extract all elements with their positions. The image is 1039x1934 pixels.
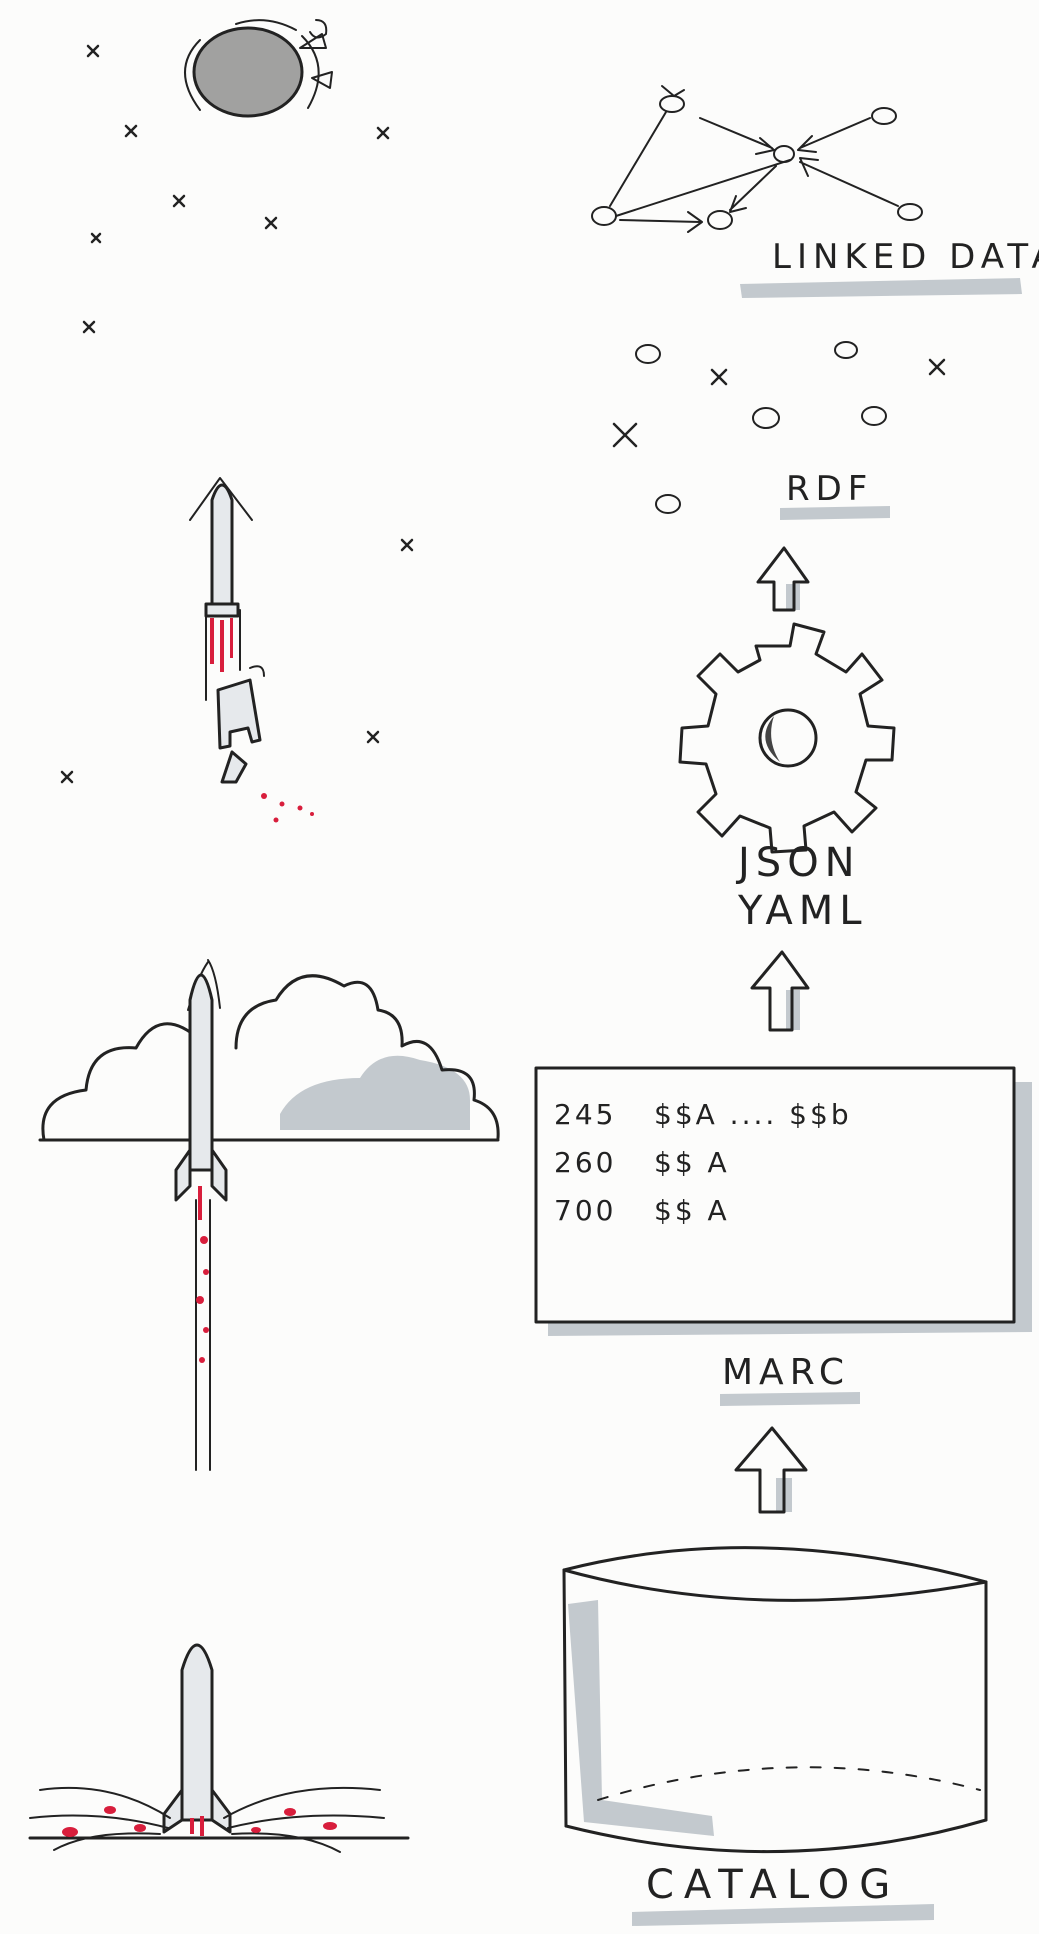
marc-underline — [720, 1392, 860, 1406]
rdf-nodes — [612, 341, 946, 514]
linked-data-underline — [740, 278, 1022, 298]
rdf-underline — [780, 506, 890, 520]
star-field — [60, 44, 414, 784]
catalog-database-icon — [562, 1546, 988, 1854]
up-arrow-icon — [734, 1426, 808, 1514]
up-arrow-icon — [750, 950, 810, 1032]
linked-data-label: LINKED DATA — [772, 237, 1039, 277]
rocket-through-clouds-icon — [38, 959, 500, 1471]
marc-line-tag: 245 — [554, 1098, 616, 1131]
marc-record-box — [534, 1066, 1032, 1336]
catalog-underline — [632, 1904, 934, 1926]
gear-icon — [678, 622, 896, 854]
yaml-label: YAML — [737, 888, 868, 934]
rocket-stage-separation-icon — [189, 477, 314, 823]
catalog-label: CATALOG — [646, 1862, 900, 1908]
rocket-launch-icon — [28, 1643, 410, 1853]
marc-line-tag: 700 — [554, 1194, 616, 1227]
marc-line-subfields: $$A .... $$b — [654, 1098, 852, 1131]
json-label: JSON — [735, 840, 861, 886]
up-arrow-icon — [756, 546, 810, 612]
marc-line-subfields: $$ A — [654, 1146, 730, 1179]
linked-data-graph — [591, 85, 923, 233]
marc-line-tag: 260 — [554, 1146, 616, 1179]
moon-icon — [184, 19, 333, 118]
marc-line-subfields: $$ A — [654, 1194, 730, 1227]
marc-label: MARC — [722, 1352, 850, 1393]
rdf-label: RDF — [786, 469, 873, 509]
